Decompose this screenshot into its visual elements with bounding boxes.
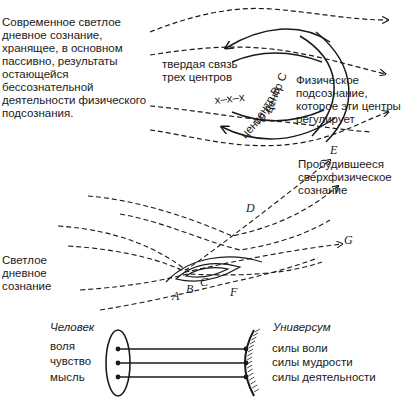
item-label: силы воли <box>272 342 328 355</box>
universe-bracket: Универсум силы волисилы мудрости силы деят… <box>238 318 410 400</box>
hatch-mark <box>247 365 252 368</box>
hatch-mark <box>247 357 252 360</box>
hatch-mark <box>254 389 259 392</box>
hatch-mark <box>247 361 252 364</box>
connector-dot <box>116 375 121 380</box>
hatch-mark <box>251 381 256 384</box>
hatch-mark <box>248 373 253 376</box>
connector-line <box>118 376 246 377</box>
core-lens <box>166 257 262 282</box>
hatch-mark <box>248 369 253 372</box>
hatch-mark <box>250 341 255 344</box>
ellipse-outline <box>106 330 130 396</box>
hatch-mark <box>251 337 256 340</box>
awakened-note: Пробудившееся сверхфизическое сознание <box>298 158 410 197</box>
item-label: чувство <box>50 355 91 368</box>
hatch-mark <box>249 377 254 380</box>
item-label: мысль <box>50 371 85 384</box>
hatch-mark <box>252 385 257 388</box>
connection-label: твердая связь трех центров <box>162 58 248 84</box>
connector-dot <box>116 347 121 352</box>
hatch-mark <box>253 333 258 336</box>
item-label: воля <box>50 340 75 353</box>
point-letter: D <box>246 202 258 215</box>
point-letter: G <box>344 234 356 247</box>
point-letter: A <box>172 290 184 303</box>
consciousness-note: Современное светлое дневное сознание, хр… <box>2 16 148 120</box>
bracket-outline <box>245 330 254 396</box>
point-letter: E <box>330 144 342 157</box>
item-label: силы деятельности <box>272 371 376 384</box>
point-letter: F <box>230 286 242 299</box>
human-ellipse: Человек воля чувство мысль <box>44 318 132 400</box>
link-marks: x–x–x <box>214 89 265 107</box>
group-heading: Универсум <box>273 321 331 334</box>
hatch-mark <box>249 345 254 348</box>
connector-dot <box>116 361 121 366</box>
hatch-mark <box>255 329 260 332</box>
hatch-mark <box>248 349 253 352</box>
hatch-mark <box>247 353 252 356</box>
connector-line <box>118 362 246 363</box>
daylight-note: Светлое дневное сознание <box>2 254 78 293</box>
subconscious-note: Физическое подсознание, которое эти цент… <box>296 74 408 126</box>
group-heading: Человек <box>50 321 94 334</box>
point-letter: C <box>200 276 212 289</box>
item-label: силы мудрости <box>272 356 353 369</box>
point-letter: B <box>186 283 198 296</box>
connector-line <box>118 348 246 349</box>
